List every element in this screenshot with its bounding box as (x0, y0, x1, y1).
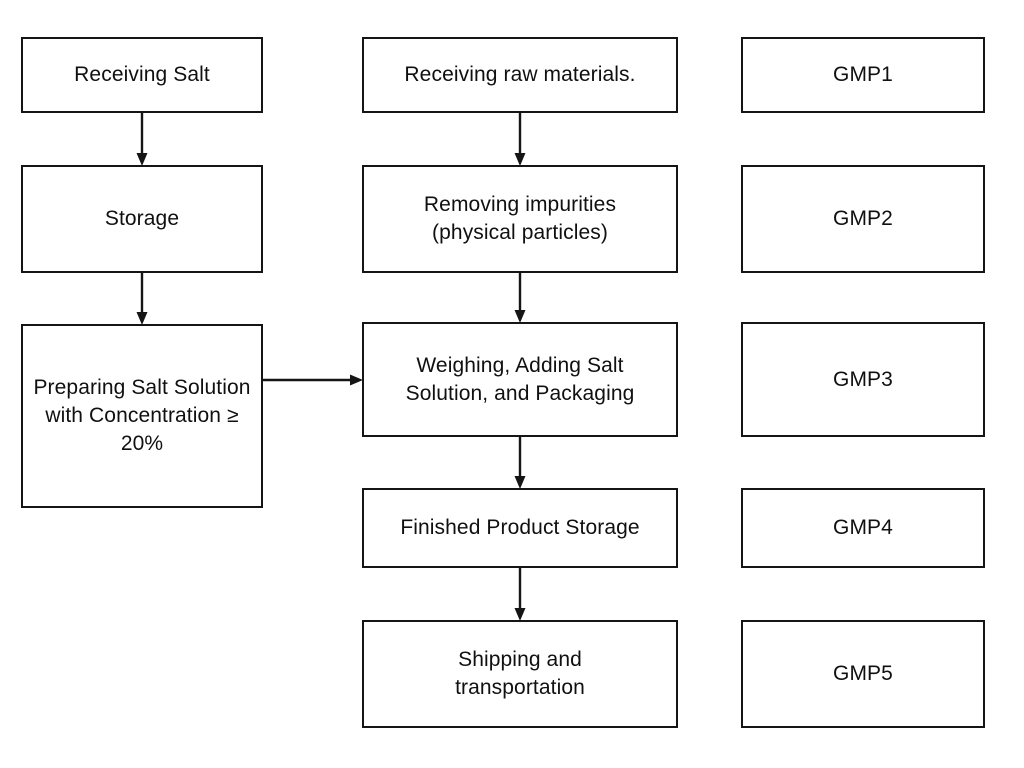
node-gmp3[interactable]: GMP3 (741, 322, 985, 437)
node-shipping-and-transportation[interactable]: Shipping and transportation (362, 620, 678, 728)
node-gmp1[interactable]: GMP1 (741, 37, 985, 113)
node-gmp2[interactable]: GMP2 (741, 165, 985, 273)
node-finished-product-storage[interactable]: Finished Product Storage (362, 488, 678, 568)
node-weighing-adding-salt-solution-packaging[interactable]: Weighing, Adding Salt Solution, and Pack… (362, 322, 678, 437)
node-removing-impurities[interactable]: Removing impurities (physical particles) (362, 165, 678, 273)
node-receiving-salt[interactable]: Receiving Salt (21, 37, 263, 113)
node-receiving-raw-materials[interactable]: Receiving raw materials. (362, 37, 678, 113)
node-gmp4[interactable]: GMP4 (741, 488, 985, 568)
node-gmp5[interactable]: GMP5 (741, 620, 985, 728)
node-preparing-salt-solution[interactable]: Preparing Salt Solution with Concentrati… (21, 324, 263, 508)
node-storage[interactable]: Storage (21, 165, 263, 273)
